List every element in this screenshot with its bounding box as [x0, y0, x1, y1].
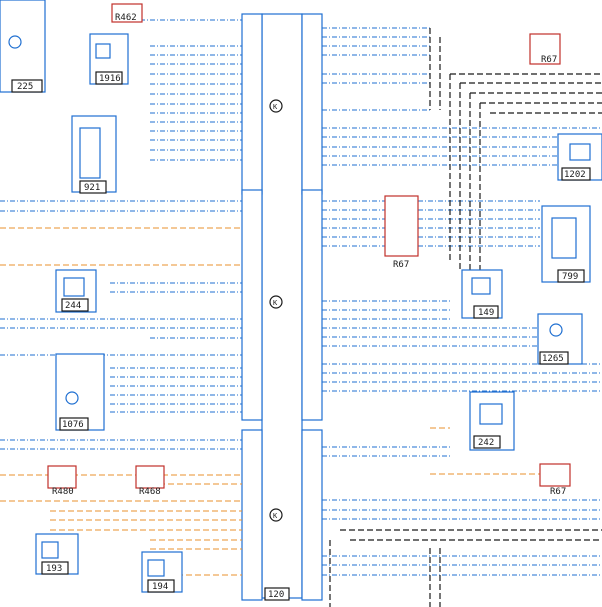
ground-k-symbol	[269, 508, 283, 522]
component-1076: 1076	[55, 353, 105, 431]
connector-R67-mid: R67	[384, 195, 419, 270]
svg-text:225: 225	[17, 82, 33, 92]
main-connector-label: 120	[268, 590, 284, 600]
main-connector: K K K 120	[241, 13, 323, 601]
svg-text:R480: R480	[52, 487, 74, 497]
svg-text:R468: R468	[139, 487, 161, 497]
component-225: 225	[0, 0, 46, 93]
component-1916: 1916	[89, 33, 129, 85]
component-921: 921	[71, 115, 117, 194]
component-244: 244	[55, 269, 97, 313]
svg-text:193: 193	[46, 564, 62, 574]
ground-k-symbol	[269, 99, 283, 113]
svg-text:1076: 1076	[62, 420, 84, 430]
svg-text:242: 242	[478, 438, 494, 448]
svg-text:149: 149	[478, 308, 494, 318]
left-wires	[0, 19, 242, 576]
right-wires	[322, 27, 602, 607]
svg-text:244: 244	[65, 301, 81, 311]
svg-text:K: K	[273, 103, 278, 111]
ground-k-symbol	[269, 295, 283, 309]
svg-text:R67: R67	[541, 55, 557, 65]
svg-text:R462: R462	[115, 13, 137, 23]
component-1202: 1202	[557, 133, 602, 181]
svg-text:799: 799	[562, 272, 578, 282]
svg-text:R67: R67	[550, 487, 566, 497]
svg-text:194: 194	[152, 582, 168, 592]
component-194: 194	[141, 551, 183, 593]
svg-text:1202: 1202	[564, 170, 586, 180]
connector-R67-bottom: R67	[539, 463, 571, 497]
component-1265: 1265	[537, 313, 583, 365]
component-149: 149	[461, 269, 503, 319]
svg-text:1916: 1916	[99, 74, 121, 84]
svg-text:R67: R67	[393, 260, 409, 270]
svg-text:1265: 1265	[542, 354, 564, 364]
svg-text:K: K	[273, 299, 278, 307]
component-193: 193	[35, 533, 79, 575]
connector-R67-top: R67	[529, 33, 561, 65]
component-799: 799	[541, 205, 591, 283]
component-242: 242	[469, 391, 515, 451]
connector-R468: R468	[135, 465, 165, 497]
svg-text:K: K	[273, 512, 278, 520]
svg-text:921: 921	[84, 183, 100, 193]
connector-R462: R462	[111, 3, 143, 23]
connector-R480: R480	[47, 465, 77, 497]
